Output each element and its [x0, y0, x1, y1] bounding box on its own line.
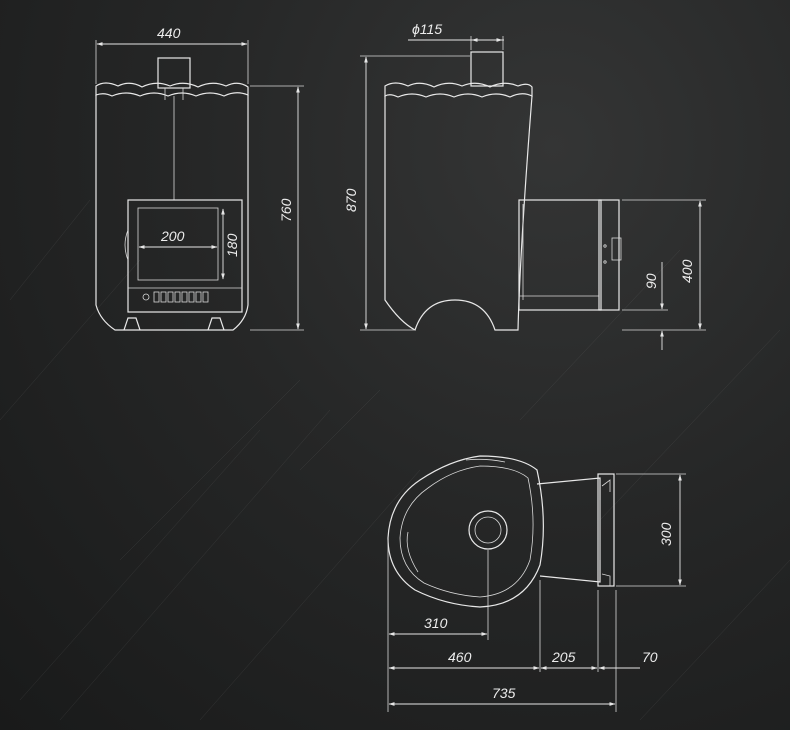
dim-label-200: 200 [160, 228, 185, 244]
top-body-outer [387, 455, 544, 608]
dim-label-440: 440 [157, 25, 181, 41]
dim-label-460: 460 [448, 649, 472, 665]
front-stone-top [95, 82, 249, 97]
front-leg-right [207, 317, 225, 331]
front-leg-left [123, 317, 141, 331]
side-stone-top [384, 82, 533, 98]
chalk-texture [0, 199, 790, 721]
side-door-handle [611, 237, 622, 261]
dim-label-90: 90 [643, 273, 659, 289]
side-tunnel [518, 199, 602, 311]
top-pipe-outer [468, 510, 508, 550]
front-view: 440 760 200 180 [95, 25, 304, 331]
dim-label-735: 735 [492, 685, 516, 701]
side-view: ϕ115 870 400 90 [343, 21, 706, 350]
top-tunnel [536, 477, 601, 583]
front-chimney [157, 57, 191, 89]
front-door-frame [127, 199, 243, 313]
dim-label-310: 310 [424, 615, 448, 631]
side-chimney [470, 51, 504, 87]
dim-label-70: 70 [642, 649, 658, 665]
side-tunnel-door [598, 199, 620, 311]
dim-label-300: 300 [658, 522, 674, 546]
top-pipe-inner [474, 516, 502, 544]
dim-label-760: 760 [278, 198, 294, 222]
dim-label-870: 870 [343, 188, 359, 212]
dim-label-205: 205 [551, 649, 576, 665]
top-tunnel-door [597, 473, 615, 587]
front-door-glass [137, 207, 219, 281]
top-view: 300 310 460 205 70 735 [387, 455, 686, 712]
side-body [384, 95, 533, 331]
front-body [95, 95, 249, 331]
top-body-inner [399, 465, 534, 598]
dim-label-115: ϕ115 [412, 21, 442, 37]
dim-label-180: 180 [224, 233, 240, 257]
dim-label-400: 400 [679, 259, 695, 283]
front-ash-vents [142, 291, 209, 303]
